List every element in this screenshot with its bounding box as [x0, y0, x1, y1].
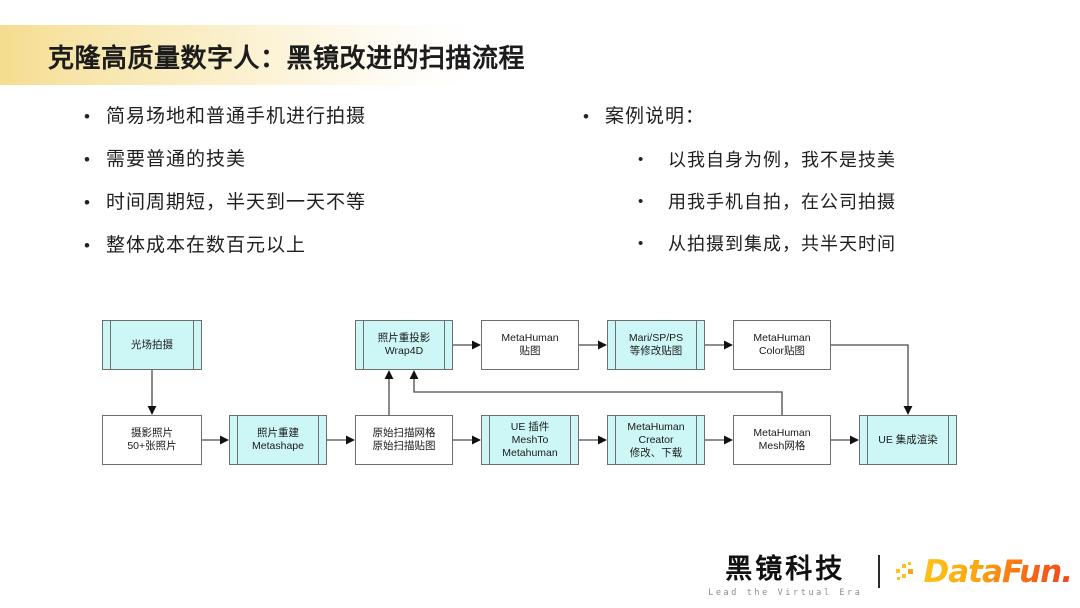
- flow-node-label: MetaHuman Color贴图: [753, 332, 811, 357]
- process-bar-left-icon: [615, 321, 616, 369]
- flow-node-metahuman-texture[interactable]: MetaHuman 贴图: [481, 320, 579, 370]
- flow-node-label: 原始扫描网格 原始扫描贴图: [372, 427, 436, 452]
- flow-node-lightstage[interactable]: 光场拍摄: [102, 320, 202, 370]
- heijing-tagline: Lead the Virtual Era: [708, 587, 863, 598]
- logo-divider: [878, 554, 881, 588]
- bullet-text: 用我手机自拍，在公司拍摄: [668, 192, 896, 212]
- footer-logo: 黑镜科技 Lead the Virtual Era DataFun.: [708, 550, 1073, 602]
- bullet-marker-icon: •: [638, 151, 644, 168]
- flow-node-mari-edit[interactable]: Mari/SP/PS 等修改贴图: [607, 320, 705, 370]
- datafun-dots-icon: [896, 561, 914, 580]
- bullet-text: 以我自身为例，我不是技美: [668, 150, 896, 170]
- process-bar-right-icon: [948, 416, 949, 464]
- flow-node-label: MetaHuman 贴图: [501, 332, 559, 357]
- bullet-item: • 用我手机自拍，在公司拍摄: [638, 189, 1043, 215]
- bullet-list-left: • 简易场地和普通手机进行拍摄 • 需要普通的技美 • 时间周期短，半天到一天不…: [84, 104, 554, 276]
- flow-node-ue-plugin[interactable]: UE 插件 MeshTo Metahuman: [481, 415, 579, 465]
- process-bar-right-icon: [318, 416, 319, 464]
- heijing-brand-name: 黑镜科技: [725, 553, 846, 585]
- bullet-item: • 时间周期短，半天到一天不等: [84, 190, 554, 216]
- flow-node-metahuman-color[interactable]: MetaHuman Color贴图: [733, 320, 831, 370]
- bullet-marker-icon: •: [583, 107, 589, 126]
- process-bar-right-icon: [570, 416, 571, 464]
- bullet-item: • 从拍摄到集成，共半天时间: [638, 231, 1043, 257]
- bullet-text: 整体成本在数百元以上: [106, 235, 307, 256]
- process-bar-right-icon: [444, 321, 445, 369]
- process-bar-left-icon: [489, 416, 490, 464]
- flow-node-label: 光场拍摄: [131, 338, 173, 351]
- flow-node-label: MetaHuman Mesh网格: [753, 427, 811, 452]
- process-bar-right-icon: [696, 416, 697, 464]
- bullet-text: 需要普通的技美: [106, 149, 247, 170]
- bullet-marker-icon: •: [84, 193, 90, 212]
- flow-node-label: 照片重建 Metashape: [252, 427, 304, 452]
- bullet-list-right: • 案例说明： • 以我自身为例，我不是技美 • 用我手机自拍，在公司拍摄 • …: [583, 104, 1043, 273]
- process-bar-left-icon: [363, 321, 364, 369]
- bullet-item: • 简易场地和普通手机进行拍摄: [84, 104, 554, 130]
- bullet-marker-icon: •: [638, 235, 644, 252]
- page-title: 克隆高质量数字人：黑镜改进的扫描流程: [48, 43, 526, 73]
- bullet-item: • 需要普通的技美: [84, 147, 554, 173]
- flow-node-label: MetaHuman Creator 修改、下载: [627, 420, 685, 459]
- bullet-marker-icon: •: [638, 193, 644, 210]
- datafun-wordmark: DataFun.: [923, 553, 1073, 590]
- flow-node-label: Mari/SP/PS 等修改贴图: [628, 332, 684, 357]
- process-bar-left-icon: [110, 321, 111, 369]
- flow-node-metahuman-mesh[interactable]: MetaHuman Mesh网格: [733, 415, 831, 465]
- bullet-item: • 案例说明：: [583, 104, 1043, 130]
- flow-node-photos[interactable]: 摄影照片 50+张照片: [102, 415, 202, 465]
- bullet-text: 案例说明：: [605, 106, 706, 127]
- bullet-marker-icon: •: [84, 150, 90, 169]
- flow-node-label: 摄影照片 50+张照片: [127, 427, 177, 452]
- datafun-logo: DataFun.: [895, 553, 1073, 590]
- bullet-text: 从拍摄到集成，共半天时间: [668, 234, 896, 254]
- flow-node-ue-render[interactable]: UE 集成渲染: [859, 415, 957, 465]
- process-bar-left-icon: [867, 416, 868, 464]
- process-bar-right-icon: [193, 321, 194, 369]
- flow-node-reprojection[interactable]: 照片重投影 Wrap4D: [355, 320, 453, 370]
- process-bar-left-icon: [615, 416, 616, 464]
- flow-node-metahuman-creator[interactable]: MetaHuman Creator 修改、下载: [607, 415, 705, 465]
- process-bar-right-icon: [696, 321, 697, 369]
- bullet-text: 时间周期短，半天到一天不等: [106, 192, 367, 213]
- bullet-marker-icon: •: [84, 236, 90, 255]
- flow-node-metashape[interactable]: 照片重建 Metashape: [229, 415, 327, 465]
- process-bar-left-icon: [237, 416, 238, 464]
- flow-node-label: 照片重投影 Wrap4D: [377, 332, 431, 357]
- flow-node-raw-scan[interactable]: 原始扫描网格 原始扫描贴图: [355, 415, 453, 465]
- flow-node-label: UE 插件 MeshTo Metahuman: [502, 420, 558, 459]
- bullet-marker-icon: •: [84, 107, 90, 126]
- bullet-text: 简易场地和普通手机进行拍摄: [106, 106, 367, 127]
- flow-node-label: UE 集成渲染: [878, 433, 938, 446]
- title-banner: [0, 25, 1080, 85]
- heijing-brand-block: 黑镜科技 Lead the Virtual Era: [708, 553, 876, 598]
- bullet-item: • 整体成本在数百元以上: [84, 233, 554, 259]
- bullet-item: • 以我自身为例，我不是技美: [638, 147, 1043, 173]
